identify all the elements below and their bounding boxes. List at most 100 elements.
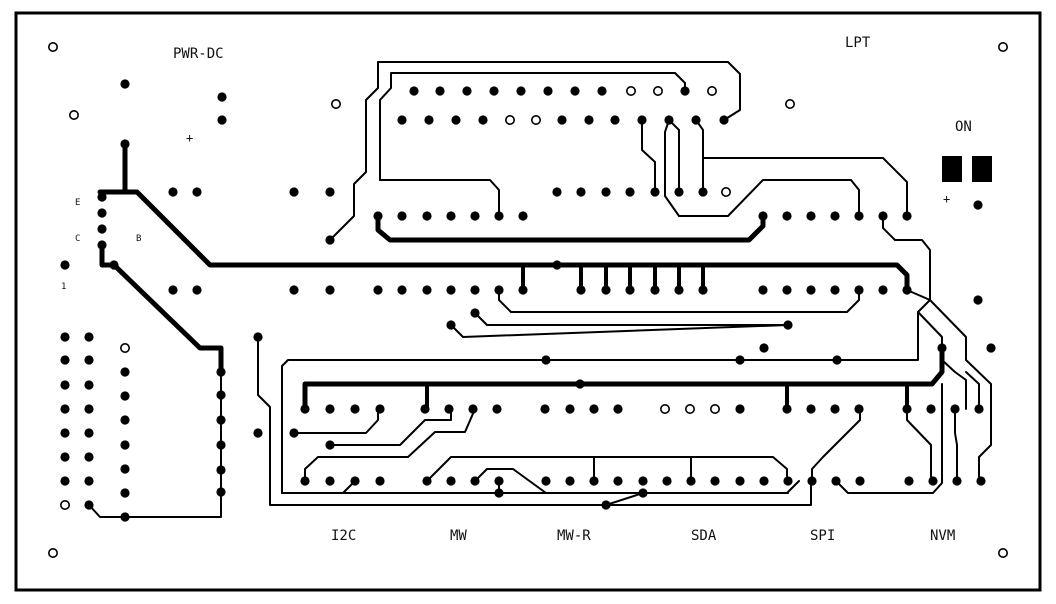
solder-pad [373, 211, 383, 221]
solder-pad [120, 488, 130, 498]
solder-pad [494, 285, 504, 295]
solder-pad [120, 512, 130, 522]
solder-pad [878, 211, 888, 221]
solder-pad [698, 285, 708, 295]
solder-pad [325, 187, 335, 197]
copper-trace [88, 371, 222, 518]
solder-pad [565, 476, 575, 486]
mounting-hole [120, 342, 131, 353]
copper-trace [906, 408, 932, 482]
solder-pad [192, 285, 202, 295]
copper-trace [281, 480, 356, 494]
pin-b-label: B [136, 234, 141, 244]
pwr-dc-label: PWR-DC [173, 46, 224, 62]
copper-trace [379, 179, 500, 217]
solder-pad [854, 211, 864, 221]
solder-pad [325, 440, 335, 450]
solder-pad [973, 200, 983, 210]
solder-pad [601, 500, 611, 510]
solder-pad [300, 404, 310, 414]
solder-pad [516, 86, 526, 96]
solder-pad [446, 285, 456, 295]
solder-pad [782, 211, 792, 221]
solder-pad [759, 343, 769, 353]
solder-pad [584, 115, 594, 125]
solder-pad [470, 308, 480, 318]
solder-pad [976, 476, 986, 486]
solder-pad [698, 187, 708, 197]
solder-pad [735, 404, 745, 414]
mw-label: MW [450, 528, 467, 544]
solder-pad [350, 404, 360, 414]
solder-pad [350, 476, 360, 486]
solder-pad [325, 476, 335, 486]
solder-pad [806, 285, 816, 295]
solder-pad [494, 476, 504, 486]
mw-r-label: MW-R [557, 528, 591, 544]
mounting-hole [652, 86, 663, 97]
solder-pad [650, 285, 660, 295]
solder-pad [518, 285, 528, 295]
mounting-hole [530, 115, 541, 126]
solder-pad [109, 260, 119, 270]
solder-pad [120, 139, 130, 149]
solder-pad [928, 476, 938, 486]
board-outline [14, 11, 1042, 592]
copper-trace [302, 345, 945, 412]
switch-pad-left [942, 156, 962, 182]
copper-trace [450, 324, 789, 338]
solder-pad [217, 115, 227, 125]
solder-pad [120, 415, 130, 425]
solder-pad [830, 285, 840, 295]
mounting-hole [720, 187, 731, 198]
solder-pad [373, 285, 383, 295]
solder-pad [489, 86, 499, 96]
solder-pad [409, 86, 419, 96]
nvm-label: NVM [930, 528, 955, 544]
sda-label: SDA [691, 528, 717, 544]
solder-pad [494, 488, 504, 498]
solder-pad [97, 192, 107, 202]
solder-pad [973, 295, 983, 305]
solder-pad [192, 187, 202, 197]
copper-trace [954, 408, 958, 482]
solder-pad [691, 115, 701, 125]
pcb-traces [88, 61, 992, 518]
solder-pad [610, 115, 620, 125]
solder-pad [492, 404, 502, 414]
mounting-hole [784, 99, 795, 110]
copper-trace [474, 312, 789, 326]
solder-pad [552, 187, 562, 197]
solder-pad [216, 465, 226, 475]
solder-pad [120, 440, 130, 450]
mounting-hole [330, 99, 341, 110]
mounting-hole [684, 403, 695, 414]
mounting-hole [625, 86, 636, 97]
solder-pad [625, 285, 635, 295]
solder-pad [397, 211, 407, 221]
solder-pad [84, 404, 94, 414]
solder-pad [468, 404, 478, 414]
solder-pad [854, 404, 864, 414]
mounting-hole [706, 86, 717, 97]
switch-pad-right [972, 156, 992, 182]
solder-pad [84, 380, 94, 390]
solder-pad [855, 476, 865, 486]
solder-pad [216, 390, 226, 400]
solder-pad [565, 404, 575, 414]
mounting-hole [504, 115, 515, 126]
mounting-hole [59, 499, 70, 510]
copper-trace [702, 157, 908, 217]
solder-pad [674, 285, 684, 295]
solder-pad [735, 355, 745, 365]
solder-pad [664, 115, 674, 125]
solder-pad [422, 285, 432, 295]
solder-pad [541, 476, 551, 486]
solder-pad [540, 404, 550, 414]
solder-pad [289, 187, 299, 197]
solder-pad [589, 404, 599, 414]
pin-1-label: 1 [61, 282, 66, 292]
solder-pad [60, 380, 70, 390]
solder-pad [478, 115, 488, 125]
solder-pad [601, 285, 611, 295]
